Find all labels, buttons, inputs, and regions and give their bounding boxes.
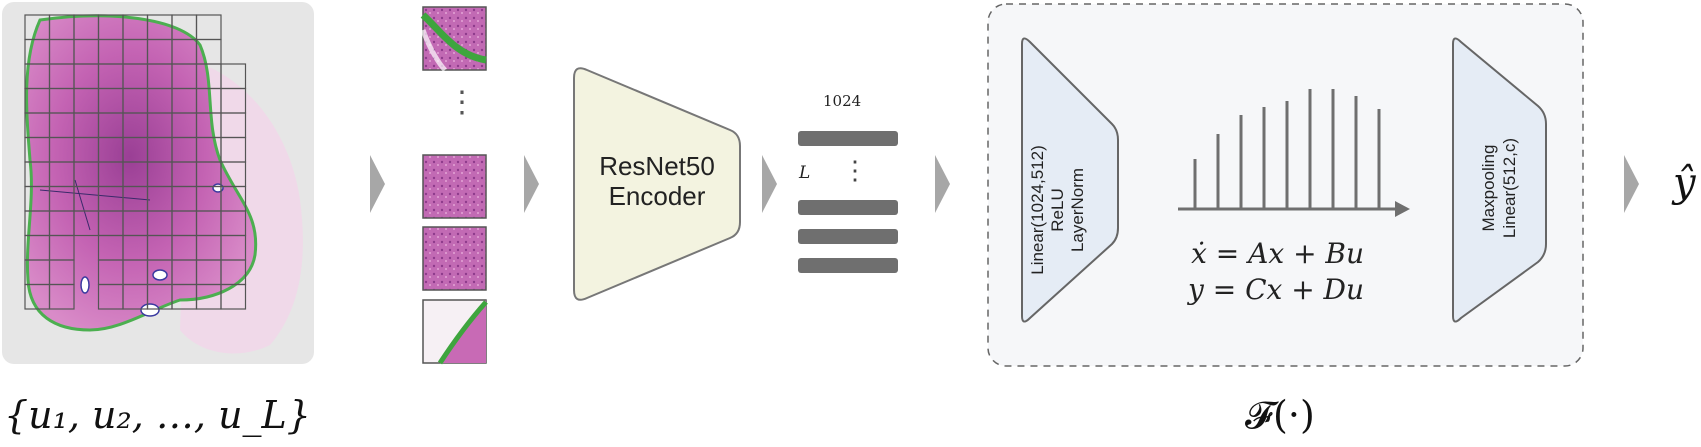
- flow-arrow-4: [935, 155, 950, 213]
- resnet-encoder-shape: [573, 67, 741, 301]
- linear-block-line-3: LayerNorm: [1068, 167, 1087, 253]
- feature-bar: [798, 200, 898, 215]
- linear-block-label: Linear(1024,512) ReLU LayerNorm: [1028, 80, 1088, 340]
- flow-arrow-2: [524, 155, 539, 213]
- classifier-block-label: Maxpooling Linear(512,c): [1478, 78, 1520, 298]
- classifier-block-line-2: Linear(512,c): [1500, 137, 1519, 239]
- feature-dim-label: 1024: [823, 92, 862, 110]
- state-spectrum: [1193, 89, 1381, 209]
- model-function-label: 𝓕(·): [1245, 393, 1315, 437]
- patch-grid: [24, 14, 247, 310]
- encoder-line-1: ResNet50: [599, 151, 715, 181]
- grid-cell: [48, 283, 75, 310]
- output-equation: y = Cx + Du: [1188, 273, 1365, 306]
- flow-arrow-5: [1624, 155, 1639, 213]
- linear-block-shape: [1021, 37, 1119, 323]
- whole-slide-image: [2, 2, 314, 364]
- prediction-output-label: ŷ: [1673, 160, 1696, 206]
- flow-arrow-1: [370, 155, 385, 213]
- flow-arrow-3: [762, 155, 777, 213]
- patch-4: [422, 226, 487, 291]
- patch-3: [422, 154, 487, 219]
- sequence-length-label: L: [799, 163, 811, 183]
- classifier-block-line-1: Maxpooling: [1479, 144, 1498, 232]
- feature-bar: [798, 258, 898, 273]
- state-space-equations: ẋ = Ax + Bu y = Cx + Du: [1188, 236, 1364, 308]
- feature-vectors: [798, 131, 898, 273]
- patch-5: [422, 299, 488, 365]
- classifier-block-shape: [1452, 37, 1547, 323]
- patch-ellipsis: ⋮: [447, 85, 477, 120]
- encoder-line-2: Encoder: [608, 181, 706, 211]
- linear-block-line-2: ReLU: [1048, 188, 1067, 232]
- grid-cell: [220, 283, 247, 310]
- resnet-encoder-label: ResNet50 Encoder: [574, 151, 740, 211]
- spectrum-axis-arrowhead: [1395, 201, 1410, 217]
- patch-1: [420, 6, 487, 72]
- state-equation: ẋ = Ax + Bu: [1191, 237, 1365, 270]
- patch-thumbnails: [420, 6, 488, 365]
- input-set-label: {u₁, u₂, …, u_L}: [4, 393, 311, 437]
- feature-bar: [798, 131, 898, 146]
- linear-block-line-1: Linear(1024,512): [1028, 145, 1047, 275]
- feature-bar: [798, 229, 898, 244]
- feature-ellipsis: ⋮: [842, 156, 868, 186]
